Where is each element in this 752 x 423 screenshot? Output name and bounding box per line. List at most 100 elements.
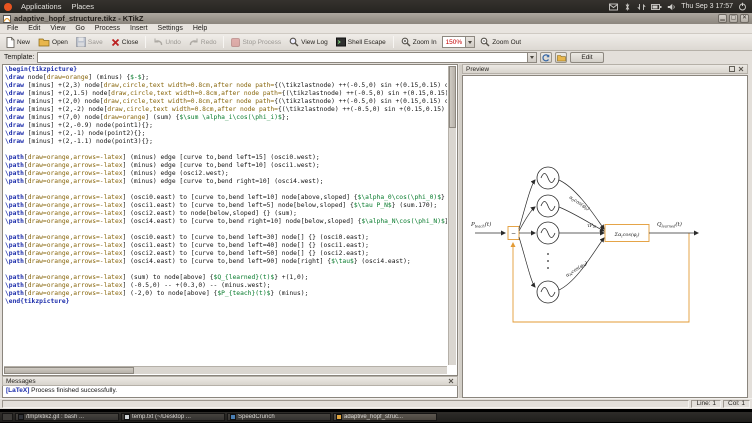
save-button[interactable]: Save	[73, 36, 106, 48]
code-line[interactable]: \path[draw=orange,arrows=-latex] (minus)…	[5, 178, 324, 185]
float-icon	[728, 66, 735, 72]
zoom-in-button[interactable]: Zoom In	[398, 36, 440, 48]
code-line[interactable]: \path[draw=orange,arrows=-latex] (minus)…	[5, 154, 320, 161]
editor-horizontal-scrollbar[interactable]	[4, 366, 447, 374]
code-line[interactable]: \path[draw=orange,arrows=-latex] (osci4.…	[5, 258, 411, 265]
code-line[interactable]: \draw [minus] +(2,0) node[draw,circle,te…	[5, 98, 447, 105]
new-button[interactable]: New	[3, 36, 33, 49]
code-line[interactable]: \draw [minus] +(2,-0.9) node(point1){};	[5, 122, 153, 129]
maximize-button[interactable]: ▢	[729, 14, 738, 23]
code-line[interactable]: \draw [minus] +(2,-1) node(point2){};	[5, 130, 146, 137]
code-line[interactable]: \path[draw=orange,arrows=-latex] (osci1.…	[5, 202, 438, 209]
code-line[interactable]: \draw [minus] +(2,1.5) node[draw,circle,…	[5, 90, 447, 97]
code-line[interactable]: \draw node[draw=orange] (minus) {$-$};	[5, 74, 150, 81]
code-line[interactable]: \draw [minus] +(2,3) node[draw,circle,te…	[5, 82, 447, 89]
code-line[interactable]: \path[draw=orange,arrows=-latex] (minus)…	[5, 162, 320, 169]
redo-button[interactable]: Redo	[186, 36, 220, 48]
zoom-level-combobox[interactable]: 150%	[441, 36, 476, 48]
status-spacer	[2, 400, 690, 408]
taskbar-item[interactable]: temp.txt (~/Desktop ...	[121, 413, 225, 421]
view-log-button[interactable]: View Log	[286, 36, 331, 48]
scrollbar-thumb[interactable]	[449, 66, 456, 128]
menu-insert[interactable]: Insert	[130, 24, 148, 32]
template-combobox[interactable]	[37, 52, 538, 63]
close-button[interactable]: Close	[108, 37, 142, 48]
code-line[interactable]: \path[draw=orange,arrows=-latex] (osci0.…	[5, 234, 369, 241]
shell-escape-button[interactable]: Shell Escape	[333, 36, 389, 48]
battery-indicator-icon[interactable]	[651, 3, 662, 11]
open-button[interactable]: Open	[35, 36, 71, 48]
code-line[interactable]	[5, 146, 447, 154]
preview-close-button[interactable]	[737, 66, 744, 73]
show-desktop-button[interactable]	[2, 413, 13, 421]
output-label: Qlearned(t)	[657, 221, 682, 228]
taskbar-items: /tmp/ktikz.git : bash ...temp.txt (~/Des…	[15, 413, 437, 421]
applications-menu[interactable]: Applications	[21, 2, 62, 11]
code-line[interactable]: \path[draw=orange,arrows=-latex] (osci2.…	[5, 250, 369, 257]
code-line[interactable]: \path[draw=orange,arrows=-latex] (osci1.…	[5, 242, 369, 249]
code-line[interactable]: \path[draw=orange,arrows=-latex] (-0.5,0…	[5, 282, 271, 289]
places-menu[interactable]: Places	[71, 2, 94, 11]
code-line[interactable]: \draw [minus] +(2,-2) node[draw,circle,t…	[5, 106, 445, 113]
messages-close-button[interactable]	[447, 378, 454, 385]
window-icon	[3, 14, 11, 23]
undo-button[interactable]: Undo	[150, 36, 184, 48]
taskbar-item[interactable]: SpeedCrunch	[227, 413, 331, 421]
scrollbar-thumb[interactable]	[4, 367, 134, 374]
code-line[interactable]: \path[draw=orange,arrows=-latex] (osci2.…	[5, 210, 297, 217]
ubuntu-logo-icon[interactable]	[4, 2, 12, 11]
zoom-out-button[interactable]: Zoom Out	[477, 36, 524, 48]
message-tag: [LaTeX]	[6, 387, 30, 394]
bluetooth-indicator-icon[interactable]	[623, 3, 632, 11]
editor-preview-splitter[interactable]	[459, 64, 462, 398]
template-open-button[interactable]	[555, 52, 568, 63]
code-line[interactable]: \path[draw=orange,arrows=-latex] (sum) t…	[5, 274, 309, 281]
preview-float-button[interactable]	[728, 66, 735, 73]
code-line[interactable]: \end{tikzpicture}	[5, 298, 70, 305]
menu-bar: File Edit View Go Process Insert Settings Help	[0, 24, 752, 34]
terminal-icon	[18, 414, 24, 420]
text-file-icon	[124, 414, 130, 420]
code-line[interactable]	[5, 266, 447, 274]
zoom-combo-arrow[interactable]	[465, 37, 475, 47]
code-line[interactable]: \draw [minus] +(7,0) node[draw=orange] (…	[5, 114, 290, 121]
menu-view[interactable]: View	[50, 24, 66, 32]
code-line[interactable]	[5, 186, 447, 194]
code-line[interactable]: \path[draw=orange,arrows=-latex] (-2,0) …	[5, 290, 309, 297]
taskbar-item[interactable]: adaptive_hopf_struc...	[333, 413, 437, 421]
power-icon[interactable]	[738, 2, 747, 11]
zoom-out-icon	[480, 37, 490, 47]
code-line[interactable]: \path[draw=orange,arrows=-latex] (minus)…	[5, 170, 229, 177]
template-reload-button[interactable]	[540, 52, 553, 63]
menu-file[interactable]: File	[7, 24, 19, 32]
oscillator-node	[536, 166, 560, 190]
preview-title: Preview	[466, 65, 490, 73]
clock[interactable]: Thu Sep 3 17:57	[681, 3, 733, 10]
taskbar-item[interactable]: /tmp/ktikz.git : bash ...	[15, 413, 119, 421]
menu-process[interactable]: Process	[94, 24, 121, 32]
code-line[interactable]	[5, 226, 447, 234]
template-edit-button[interactable]: Edit	[570, 52, 604, 63]
editor-vertical-scrollbar[interactable]	[448, 66, 456, 365]
edge-minus-osc1	[518, 206, 536, 232]
mail-indicator-icon[interactable]	[609, 3, 619, 11]
close-window-button[interactable]: ✕	[740, 14, 749, 23]
template-combo-arrow[interactable]	[527, 53, 537, 62]
menu-settings[interactable]: Settings	[157, 24, 183, 32]
code-editor[interactable]: \begin{tikzpicture}\draw node[draw=orang…	[5, 66, 447, 365]
volume-indicator-icon[interactable]	[667, 3, 676, 11]
code-line[interactable]: \path[draw=orange,arrows=-latex] (osci0.…	[5, 194, 445, 201]
titlebar[interactable]: adaptive_hopf_structure.tikz - KTikZ ▁ ▢…	[0, 13, 752, 24]
ellipsis-dots	[547, 253, 549, 269]
preview-canvas[interactable]: Pteach(t) −	[462, 75, 748, 398]
toolbar-separator	[223, 36, 225, 48]
menu-go[interactable]: Go	[75, 24, 85, 32]
stop-process-button[interactable]: Stop Process	[228, 37, 284, 48]
menu-help[interactable]: Help	[192, 24, 208, 32]
code-line[interactable]: \draw [minus] +(2,-1.1) node(point3){};	[5, 138, 153, 145]
menu-edit[interactable]: Edit	[28, 24, 41, 32]
code-line[interactable]: \begin{tikzpicture}	[5, 66, 78, 73]
minimize-button[interactable]: ▁	[718, 14, 727, 23]
network-indicator-icon[interactable]	[637, 3, 646, 11]
code-line[interactable]: \path[draw=orange,arrows=-latex] (osci4.…	[5, 218, 447, 225]
